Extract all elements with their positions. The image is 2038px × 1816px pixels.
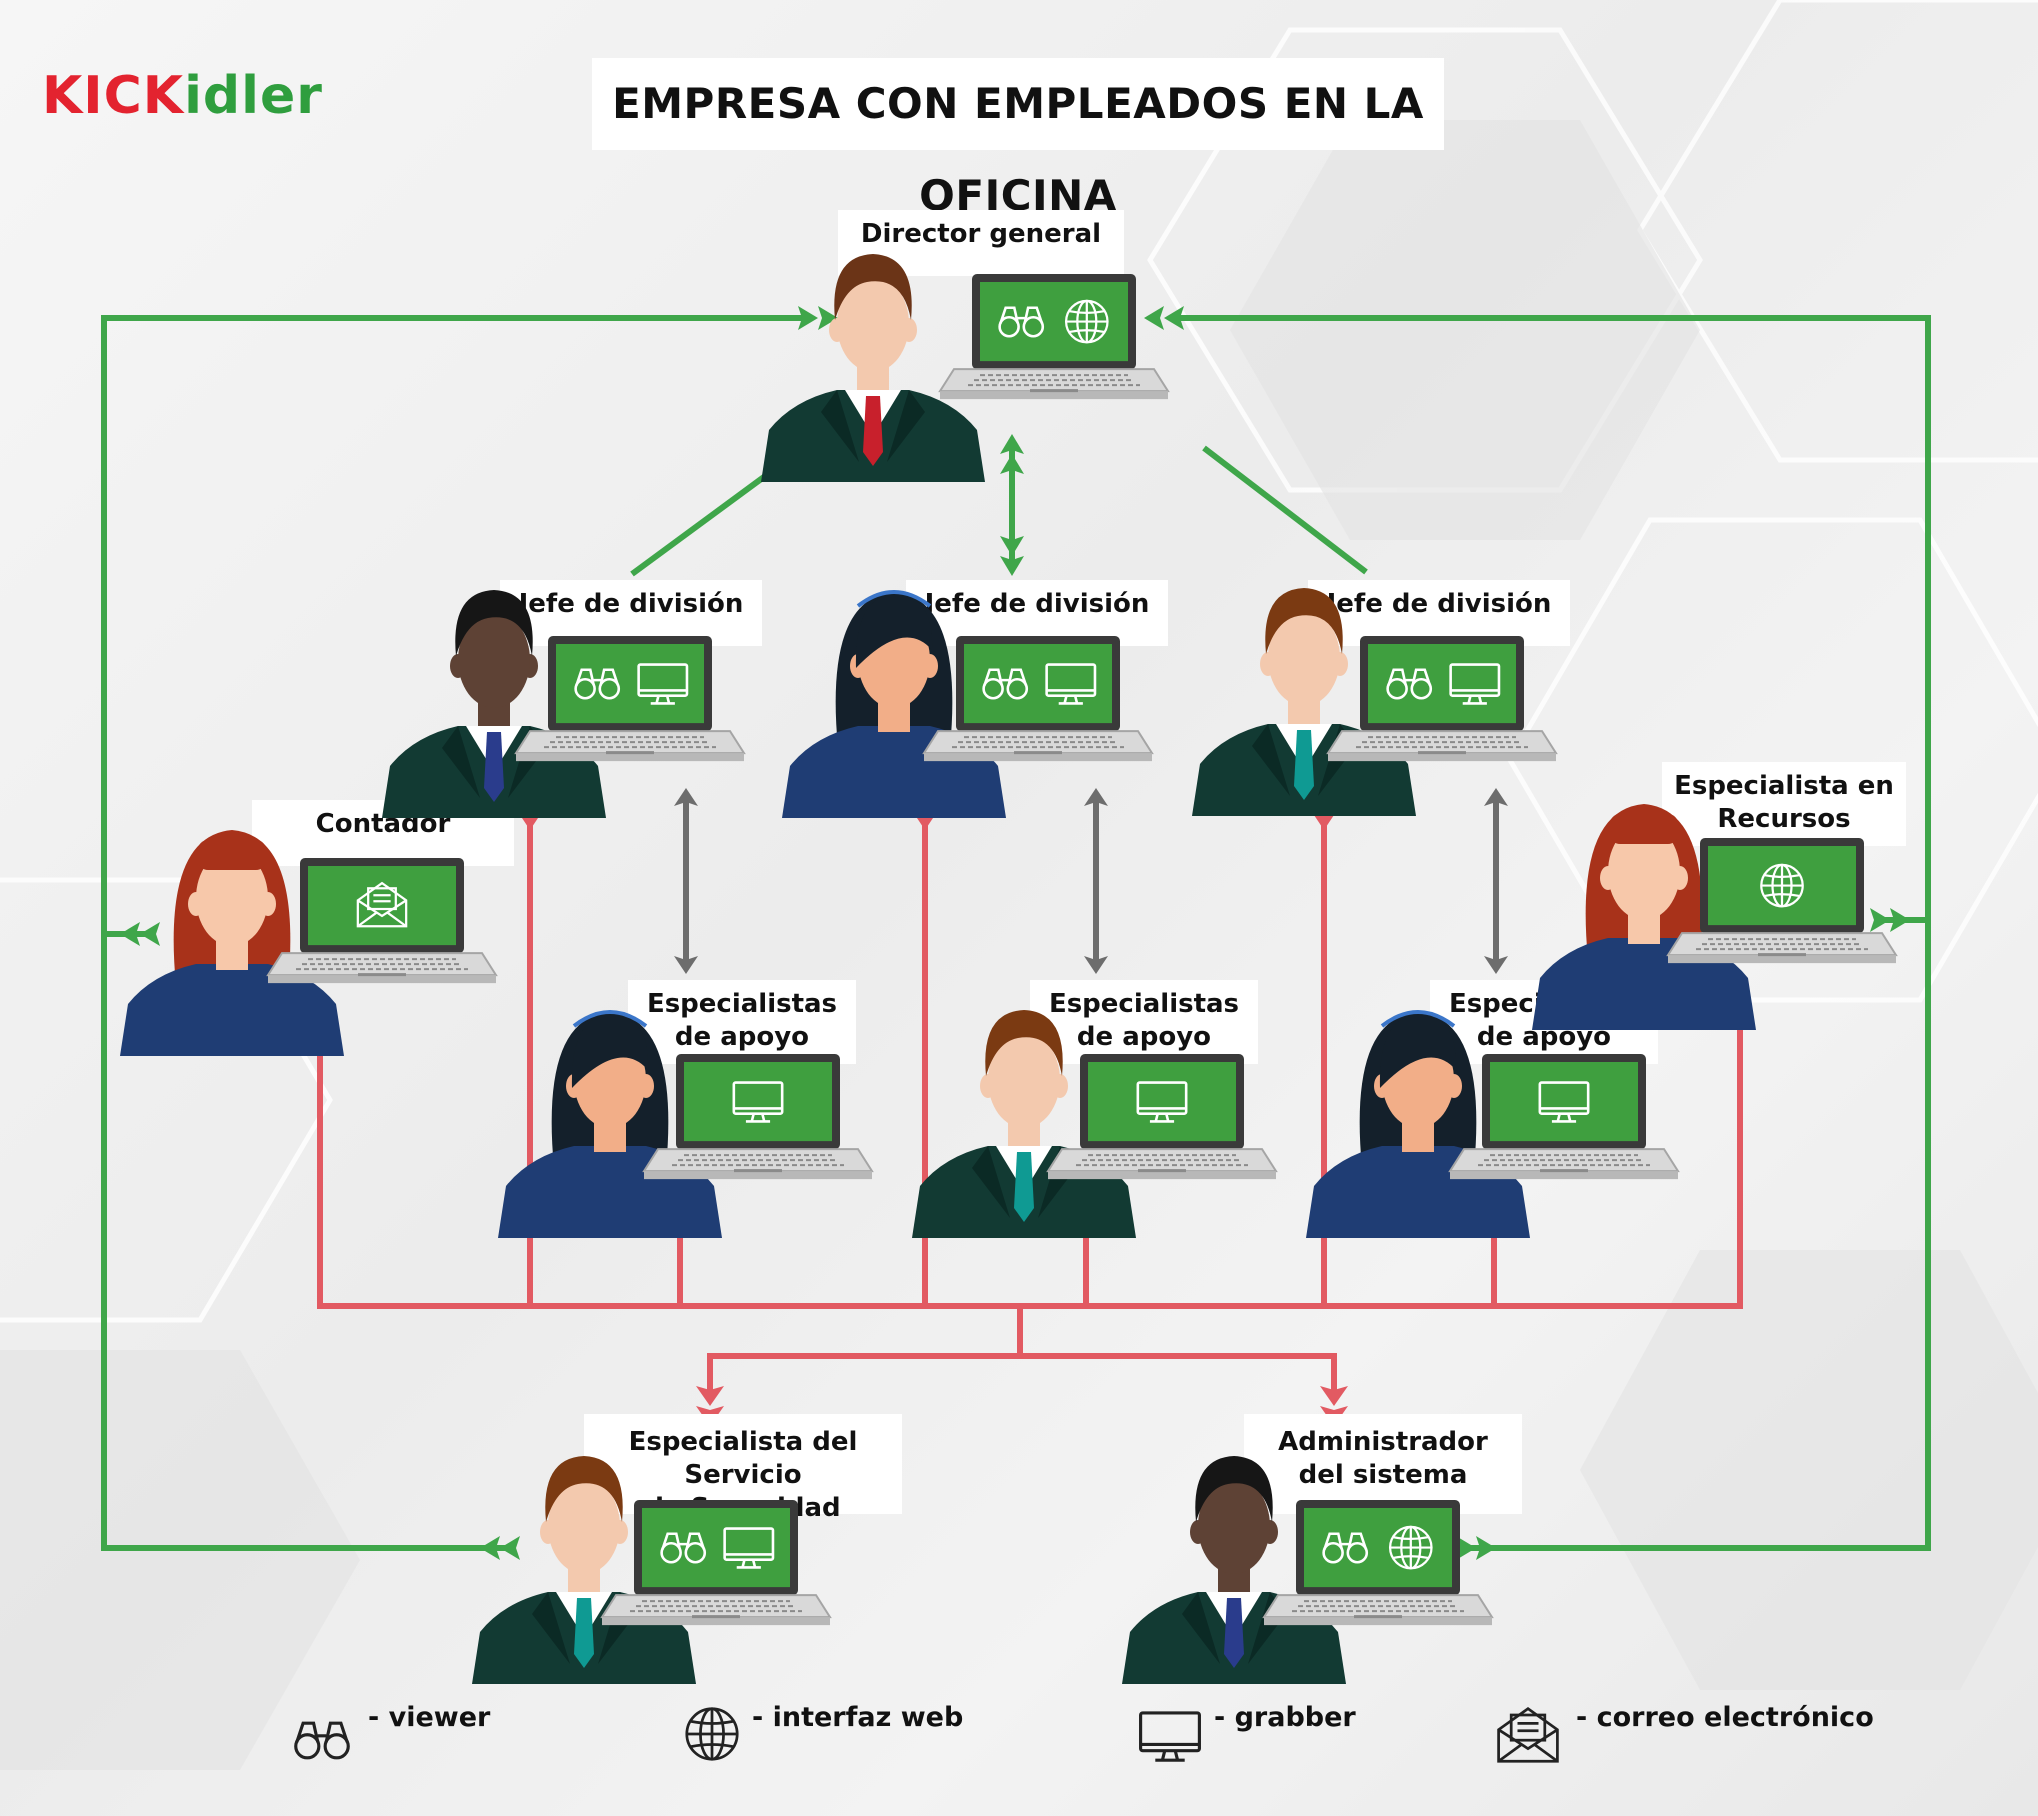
label-jefe-2-text: Jefe de división <box>924 589 1150 619</box>
monitor-icon <box>637 663 689 705</box>
jefe-3-screen <box>1368 644 1516 724</box>
monitor-icon <box>723 1527 775 1569</box>
globe-icon <box>1388 1525 1433 1570</box>
label-apoyo-2-line1: Especialistas <box>1048 989 1240 1019</box>
globe-icon <box>1760 863 1804 908</box>
monitor-icon <box>1449 663 1501 705</box>
gray-connectors <box>683 796 1499 966</box>
jefe-3-laptop <box>1326 636 1558 762</box>
jefe-1-laptop <box>514 636 746 762</box>
globe-icon <box>1064 299 1109 344</box>
label-admin-line1: Administrador <box>1278 1427 1488 1457</box>
logo-part-red: KICK <box>42 66 185 126</box>
gray-arrowheads <box>674 788 1508 974</box>
label-jefe-3: Jefe de división <box>1308 580 1570 646</box>
apoyo-3-screen <box>1490 1062 1638 1142</box>
label-jefe-1-text: Jefe de división <box>518 589 744 619</box>
apoyo-2-screen <box>1088 1062 1236 1142</box>
jefe-1-screen <box>556 644 704 724</box>
monitor-icon <box>1538 1081 1590 1123</box>
envelope-icon <box>356 881 408 928</box>
label-jefe-2: Jefe de división <box>906 580 1168 646</box>
binoculars-icon <box>998 306 1045 338</box>
legend-grabber-label: - grabber <box>1214 1702 1356 1733</box>
jefe-1-avatar <box>382 590 606 818</box>
monitor-icon <box>1045 663 1097 705</box>
page-title: EMPRESA CON EMPLEADOS EN LA OFICINA <box>592 58 1444 220</box>
monitor-icon <box>1136 1081 1188 1123</box>
binoculars-icon <box>1322 1532 1369 1564</box>
legend-web-label: - interfaz web <box>752 1702 964 1733</box>
label-apoyo-1-line1: Especialistas <box>646 989 838 1019</box>
label-admin-line2: del sistema <box>1298 1460 1468 1490</box>
legend-viewer-label: - viewer <box>368 1702 491 1733</box>
director-avatar <box>761 254 985 482</box>
admin-laptop <box>1262 1500 1494 1626</box>
apoyo-1-laptop <box>642 1054 874 1180</box>
binoculars-icon <box>660 1532 707 1564</box>
jefe-2-laptop <box>922 636 1154 762</box>
binoculars-icon <box>982 668 1029 700</box>
label-seguridad-line1: Especialista del Servicio <box>628 1427 858 1490</box>
director-laptop <box>938 274 1170 400</box>
label-director-text: Director general <box>860 219 1102 249</box>
apoyo-1-screen <box>684 1062 832 1142</box>
label-jefe-1: Jefe de división <box>500 580 762 646</box>
label-jefe-3-text: Jefe de división <box>1326 589 1552 619</box>
kickidler-logo: KICKidler <box>42 66 323 126</box>
apoyo-3-laptop <box>1448 1054 1680 1180</box>
label-apoyo-1-line2: de apoyo <box>674 1022 810 1052</box>
binoculars-icon <box>574 668 621 700</box>
contador-avatar <box>120 830 344 1056</box>
green-arrowheads <box>120 306 1910 1560</box>
logo-part-green: idler <box>184 66 323 126</box>
label-apoyo-2-line2: de apoyo <box>1076 1022 1212 1052</box>
contador-laptop <box>266 858 498 984</box>
binoculars-icon <box>1386 668 1433 700</box>
label-seguridad: Especialista del Serviciode Seguridad <box>584 1414 902 1523</box>
rrhh-laptop <box>1666 838 1898 964</box>
label-rrhh-line1: Especialista en <box>1674 771 1894 801</box>
monitor-icon <box>732 1081 784 1123</box>
jefe-2-screen <box>964 644 1112 724</box>
contador-screen <box>308 866 456 946</box>
apoyo-2-laptop <box>1046 1054 1278 1180</box>
seguridad-laptop <box>600 1500 832 1626</box>
legend-email-label: - correo electrónico <box>1576 1702 1874 1733</box>
seguridad-screen <box>642 1508 790 1588</box>
